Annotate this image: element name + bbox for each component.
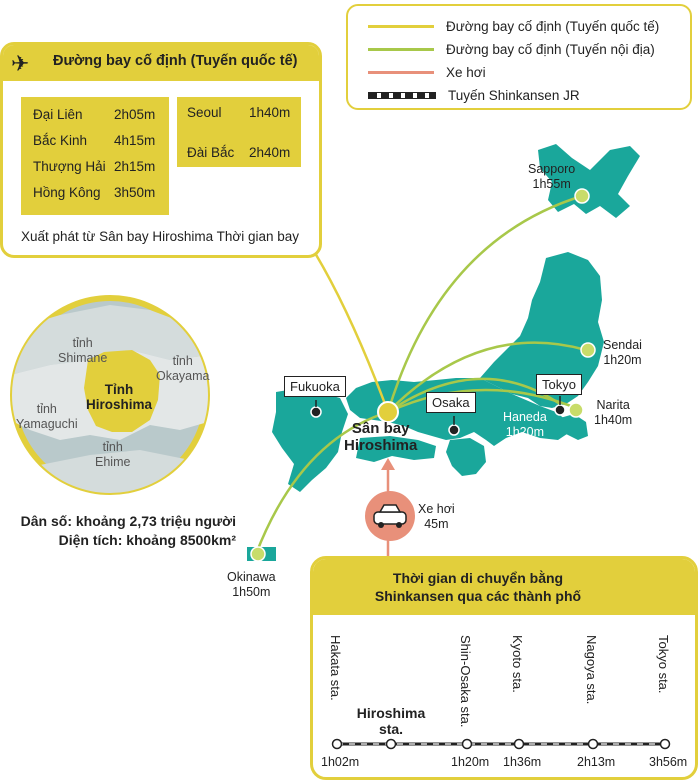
narita-label: Narita 1h40m — [594, 398, 633, 427]
station-travel-time: 1h02m — [321, 755, 360, 769]
shinkansen-panel: Thời gian di chuyển bằng Shinkansen qua … — [310, 556, 698, 780]
prefecture-stats: Dân số: khoảng 2,73 triệu người Diện tíc… — [14, 512, 236, 550]
station-name: Tokyo sta. — [656, 635, 671, 694]
station-travel-time: 3h56m — [649, 755, 688, 769]
car-label: Xe hơi 45m — [418, 502, 455, 531]
legend-item-domestic: Đường bay cố định (Tuyến nội địa) — [368, 39, 655, 59]
international-routes-panel: ✈ Đường bay cố định (Tuyến quốc tế) Đại … — [0, 42, 322, 258]
hiroshima-airport-dot — [377, 401, 399, 423]
panel-footer: Xuất phát từ Sân bay Hiroshima Thời gian… — [21, 229, 300, 244]
station-dot — [461, 738, 473, 750]
route-sapporo — [386, 194, 583, 413]
station-dot — [385, 738, 397, 750]
sapporo-label: Sapporo 1h55m — [528, 162, 576, 191]
route-city: Seoul — [187, 105, 222, 120]
haneda-label: Haneda 1h20m — [503, 410, 547, 439]
legend-label: Đường bay cố định (Tuyến nội địa) — [446, 41, 655, 57]
boso-peninsula — [560, 414, 588, 440]
station-travel-time: 2h13m — [577, 755, 616, 769]
station-name: Shin-Osaka sta. — [458, 635, 473, 728]
route-okinawa — [254, 410, 389, 555]
station-dot — [659, 738, 671, 750]
car-route-arrow-up — [381, 458, 395, 470]
sapporo-airport-dot — [574, 188, 590, 204]
okinawa-airport-dot — [250, 546, 266, 562]
route-time: 2h40m — [249, 145, 291, 160]
route-city: Hồng Kông — [33, 185, 101, 200]
station-dot — [331, 738, 343, 750]
shinkansen-title: Thời gian di chuyển bằng Shinkansen qua … — [374, 570, 582, 604]
shinkansen-header: Thời gian di chuyển bằng Shinkansen qua … — [313, 559, 695, 615]
route-city: Thượng Hải — [33, 159, 106, 174]
fukuoka-pin — [310, 406, 322, 418]
panel-header: ✈ Đường bay cố định (Tuyến quốc tế) — [3, 45, 319, 81]
station-name: Hiroshima sta. — [356, 705, 426, 737]
route-city: Đài Bắc — [187, 145, 235, 160]
okinawa-label: Okinawa 1h50m — [227, 570, 276, 599]
station-travel-time: 1h36m — [503, 755, 542, 769]
legend: Đường bay cố định (Tuyến quốc tế) Đường … — [346, 4, 692, 110]
legend-swatch — [368, 91, 436, 99]
fukuoka-callout: Fukuoka — [284, 376, 346, 397]
station-travel-time: 1h20m — [451, 755, 490, 769]
shinkansen-line — [331, 738, 671, 750]
route-time: 2h15m — [114, 159, 156, 174]
station-dot — [587, 738, 599, 750]
yamaguchi-label: tỉnh Yamaguchi — [16, 402, 78, 431]
shimane-label: tỉnh Shimane — [58, 336, 108, 365]
tokyo-pin — [554, 404, 566, 416]
legend-label: Đường bay cố định (Tuyến quốc tế) — [446, 18, 660, 34]
routes-right-group — [177, 97, 301, 167]
route-time: 2h05m — [114, 107, 156, 122]
station-name: Hakata sta. — [328, 635, 343, 701]
routes-left-group — [21, 97, 169, 215]
hokkaido-island — [538, 144, 640, 218]
legend-swatch — [368, 47, 434, 51]
shikoku-island — [356, 436, 436, 462]
car-icon — [373, 504, 407, 528]
flight-routes — [254, 194, 587, 555]
legend-item-intl: Đường bay cố định (Tuyến quốc tế) — [368, 16, 659, 36]
haneda-airport-dot — [568, 402, 584, 418]
route-time: 4h15m — [114, 133, 156, 148]
panel-title: Đường bay cố định (Tuyến quốc tế) — [53, 53, 298, 69]
hiroshima-prefecture-label: Tỉnh Hiroshima — [86, 382, 153, 412]
kyushu-island — [272, 388, 348, 492]
legend-label: Xe hơi — [446, 64, 486, 80]
station-name: Kyoto sta. — [510, 635, 525, 693]
kii-peninsula — [446, 438, 486, 476]
area-text: Diện tích: khoảng 8500km² — [58, 532, 236, 548]
sendai-airport-dot — [580, 342, 596, 358]
ehime-label: tỉnh Ehime — [95, 440, 131, 469]
station-name: Nagoya sta. — [584, 635, 599, 705]
route-tokyo-2 — [387, 388, 577, 414]
hiroshima-airport-label: Sân bay Hiroshima — [344, 420, 418, 454]
honshu-north — [480, 252, 604, 408]
legend-item-shinkansen: Tuyến Shinkansen JR — [368, 85, 580, 105]
tokyo-callout: Tokyo — [536, 374, 582, 395]
station-dot — [513, 738, 525, 750]
prefecture-inset-map — [10, 295, 210, 495]
legend-swatch — [368, 24, 434, 28]
route-sendai — [387, 341, 587, 413]
osaka-pin — [448, 424, 460, 436]
osaka-callout: Osaka — [426, 392, 476, 413]
airplane-icon: ✈ — [11, 51, 30, 76]
population-text: Dân số: khoảng 2,73 triệu người — [20, 513, 236, 529]
legend-item-car: Xe hơi — [368, 62, 486, 82]
route-city: Bắc Kinh — [33, 133, 88, 148]
legend-swatch — [368, 70, 434, 74]
sendai-label: Sendai 1h20m — [603, 338, 642, 367]
okayama-label: tỉnh Okayama — [156, 354, 210, 383]
route-time: 1h40m — [249, 105, 291, 120]
route-city: Đại Liên — [33, 107, 83, 122]
route-international — [310, 247, 390, 413]
legend-label: Tuyến Shinkansen JR — [448, 87, 580, 103]
hiroshima-area — [84, 350, 160, 432]
route-time: 3h50m — [114, 185, 156, 200]
